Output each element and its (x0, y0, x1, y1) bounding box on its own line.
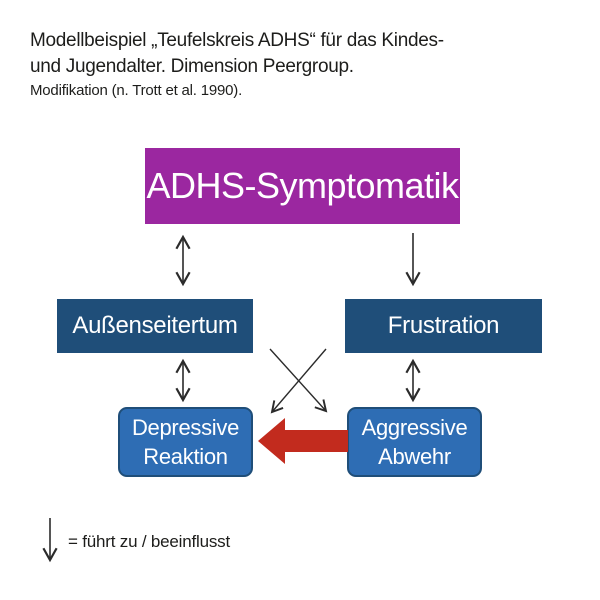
node-aggressive-abwehr: Aggressive Abwehr (347, 407, 482, 477)
title-line-1: Modellbeispiel „Teufelskreis ADHS“ für d… (30, 30, 444, 51)
node-aggressive-line-1: Aggressive (361, 415, 468, 440)
arrow-cross-aussenseitertum-aggressive (269, 348, 328, 413)
node-frustration: Frustration (345, 299, 542, 353)
node-aggressive-line-2: Abwehr (378, 444, 451, 469)
node-adhs-symptomatik: ADHS-Symptomatik (145, 148, 460, 224)
node-depressive-line-1: Depressive (131, 415, 240, 440)
arrow-cross-frustration-depressive (270, 348, 327, 414)
figure-title: Modellbeispiel „Teufelskreis ADHS“ für d… (30, 28, 444, 101)
node-depressive-reaktion: Depressive Reaktion (118, 407, 253, 477)
title-line-2: und Jugendalter. Dimension Peergroup. (30, 56, 354, 77)
subtitle-modification: Modifikation (n. Trott et al. 1990). (30, 82, 243, 99)
red-block-arrow-aggressive-to-depressive (258, 418, 348, 464)
node-depressive-line-2: Reaktion (143, 444, 228, 469)
node-aussenseitertum: Außenseitertum (57, 299, 253, 353)
legend-caption: = führt zu / beeinflusst (68, 532, 230, 551)
